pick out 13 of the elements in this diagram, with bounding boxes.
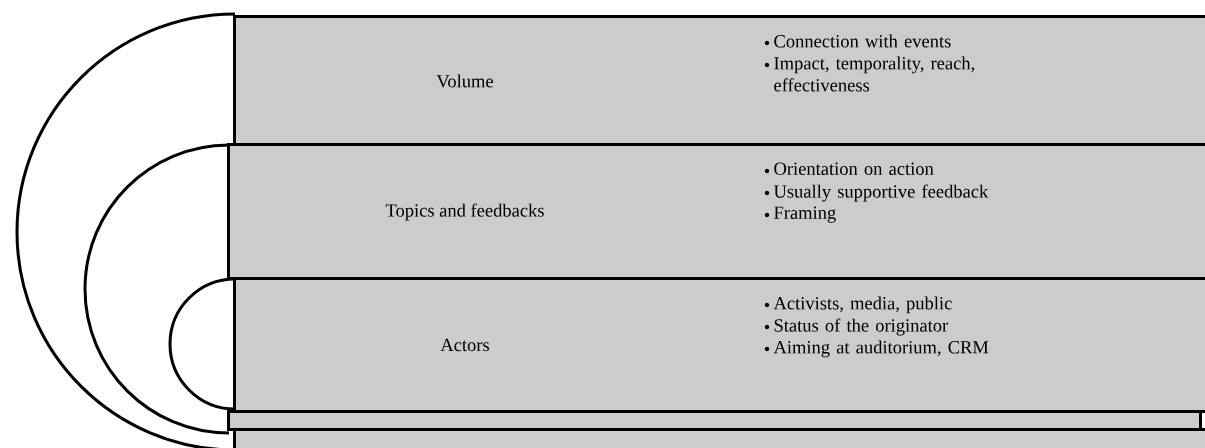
band	[233, 428, 1205, 448]
band-title: Actors	[440, 338, 489, 352]
bullet-item: Activists, media, public	[773, 296, 952, 314]
bullet-item: Impact, temporality, reach, effectiveness	[774, 56, 975, 92]
bullet-item: Orientation on action	[774, 162, 934, 175]
band	[227, 410, 1202, 431]
band-title: Volume	[436, 74, 493, 88]
band-title: Topics and feedbacks	[385, 203, 544, 221]
bullet-item: Framing	[774, 206, 836, 223]
bullet-item: Aiming at auditorium, CRM	[773, 340, 989, 358]
bullet-item: Connection with events	[774, 34, 951, 48]
bullet-item: Status of the originator	[774, 318, 949, 336]
bullet-item: Usually supportive feedback	[773, 184, 989, 202]
